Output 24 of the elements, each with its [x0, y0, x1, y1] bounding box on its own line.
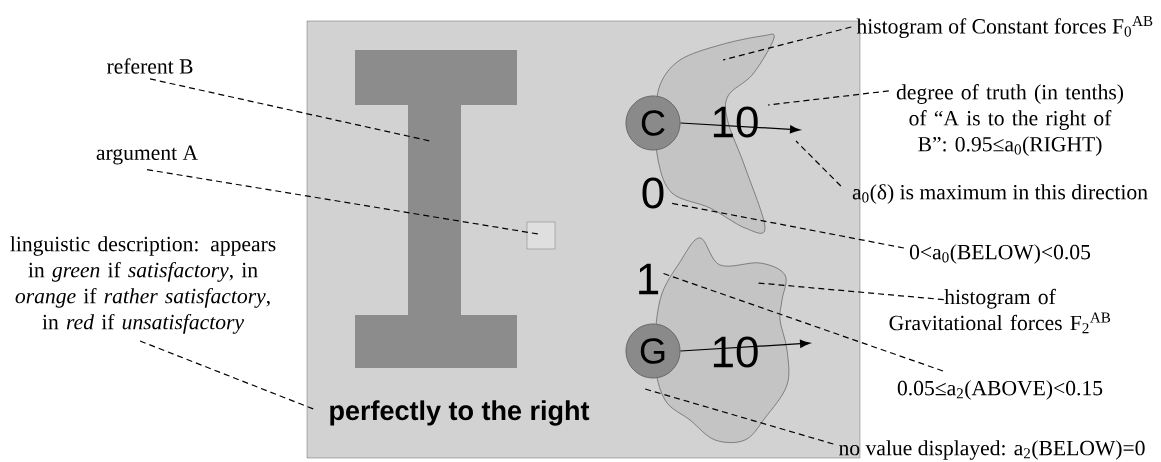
callout-text: linguistic description: appears in green if satisfactory, in orange if rather satisfactory, in red if unsatisfactory [10, 236, 276, 334]
leader-line [149, 78, 431, 142]
description-text: perfectly to the right [330, 400, 590, 426]
leader-line [722, 26, 852, 61]
callout-text: no value displayed: a$_{2}$(BELOW)=0 [839, 440, 1145, 460]
callout-text: histogram of Constant forces F$_{0}$AB [856, 15, 1153, 39]
value-label: 1 [639, 263, 659, 295]
callout-text: 0.05≤a$_{2}$(ABOVE)<0.15 [897, 380, 1103, 400]
leader-line [757, 282, 945, 301]
callout-text: 0<a$_{0}$(BELOW)<0.05 [909, 244, 1091, 264]
callout-text: referent B [107, 58, 193, 74]
callout-text: a$_{0}$(δ) is maximum in this direction [852, 184, 1148, 204]
leader-line [795, 140, 842, 187]
value-label: 0 [642, 177, 664, 209]
callout-text: degree of truth (in tenths) of “A is to the right of B”: 0.95≤a$_{0}$(RIGHT) [896, 84, 1124, 156]
callout-text: argument A [96, 145, 198, 165]
leader-line [661, 272, 944, 372]
leader-line [767, 90, 890, 106]
callout-text: histogram of Gravitational forces F$_{2}$AB [889, 288, 1111, 334]
i-beam-drawing [355, 50, 517, 368]
circle-label: G [625, 323, 681, 379]
circle-label: C [625, 95, 681, 151]
leader-line [644, 388, 834, 445]
square-marker [526, 221, 556, 250]
